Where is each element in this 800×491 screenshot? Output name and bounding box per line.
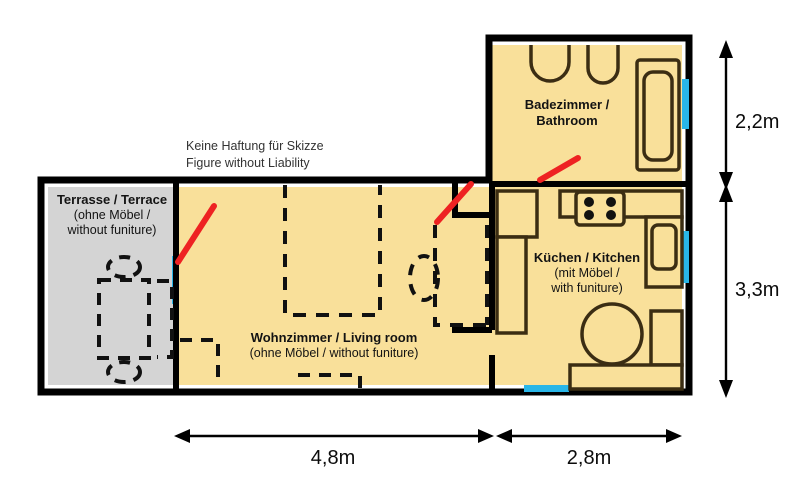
living-wardrobe-outline [433, 225, 490, 327]
bathroom-title-line-1: Badezimmer / [524, 97, 610, 112]
dimension-label-bottom-left: 4,8m [310, 447, 356, 469]
terrace-subtitle-line-2: without funiture) [67, 223, 157, 238]
terrace-chair-bottom-outline [106, 360, 142, 384]
living-round-furniture-outline [408, 254, 440, 302]
terrace-title: Terrasse / Terrace [56, 192, 168, 207]
living-low-cabinet-outline [298, 373, 362, 390]
door-living-entry [434, 181, 474, 225]
exterior-wall-outline [37, 34, 693, 396]
dimension-arrow-right-top-start [719, 40, 733, 58]
terrace-floor [48, 187, 176, 385]
kitchen-sink [650, 223, 678, 271]
kitchen-subtitle-line-2: with funiture) [551, 281, 623, 296]
dimension-arrow-bottom-right-end [666, 429, 682, 443]
window-kitchen-south [524, 385, 569, 392]
dimension-arrow-bottom-left-start [174, 429, 190, 443]
kitchen-unit-lower-right [649, 309, 684, 367]
terrace-label: Terrasse / Terrace (ohne Möbel / without… [48, 192, 176, 238]
dimension-arrow-right-top-end [719, 172, 733, 190]
living-room-label: Wohnzimmer / Living room (ohne Möbel / w… [176, 330, 492, 361]
door-bathroom [537, 155, 581, 183]
stove-burner-bottom-left [584, 210, 594, 220]
terrace-side-unit-outline [157, 279, 174, 359]
stove-burner-top-right [606, 197, 616, 207]
disclaimer-line-2: Figure without Liability [186, 155, 310, 170]
dimension-arrow-bottom-right-start [496, 429, 512, 443]
bathroom-toilet [586, 45, 620, 85]
kitchen-subtitle-line-1: (mit Möbel / [554, 265, 620, 280]
dimension-arrow-right-bottom-start [719, 184, 733, 202]
living-room-subtitle: (ohne Möbel / without funiture) [249, 345, 419, 360]
living-small-unit-outline [180, 338, 220, 385]
door-terrace [175, 203, 217, 265]
kitchen-title: Küchen / Kitchen [533, 250, 641, 265]
dimension-label-bottom-right: 2,8m [566, 447, 612, 469]
bathroom-title-line-2: Bathroom [536, 112, 598, 128]
kitchen-counter-left [495, 235, 528, 335]
terrace-subtitle-line-1: (ohne Möbel / [73, 207, 151, 222]
bathroom-sink [529, 45, 571, 83]
bathroom-bathtub-basin [642, 70, 674, 162]
kitchen-stove [574, 190, 626, 227]
kitchen-dining-table [580, 302, 644, 366]
dimension-arrow-right-bottom-end [719, 380, 733, 398]
terrace-table-outline [97, 278, 151, 360]
dimension-label-right-bottom: 3,3m [735, 279, 780, 301]
kitchen-counter-bottom [568, 363, 684, 391]
stove-burner-bottom-right [606, 210, 616, 220]
kitchen-label: Küchen / Kitchen (mit Möbel / with funit… [505, 250, 669, 296]
kitchen-cabinet-upper-left [495, 189, 539, 239]
disclaimer-note: Keine Haftung für Skizze Figure without … [186, 138, 324, 172]
bathroom-label: Badezimmer / Bathroom [492, 97, 642, 129]
living-room-title: Wohnzimmer / Living room [250, 330, 418, 345]
terrace-chair-top-outline [106, 255, 142, 279]
stove-burner-top-left [584, 197, 594, 207]
window-bathroom-east [682, 79, 689, 129]
disclaimer-line-1: Keine Haftung für Skizze [186, 139, 324, 153]
window-kitchen-east [682, 231, 689, 283]
dimension-arrow-bottom-left-end [478, 429, 494, 443]
dimension-label-right-top: 2,2m [735, 111, 780, 133]
